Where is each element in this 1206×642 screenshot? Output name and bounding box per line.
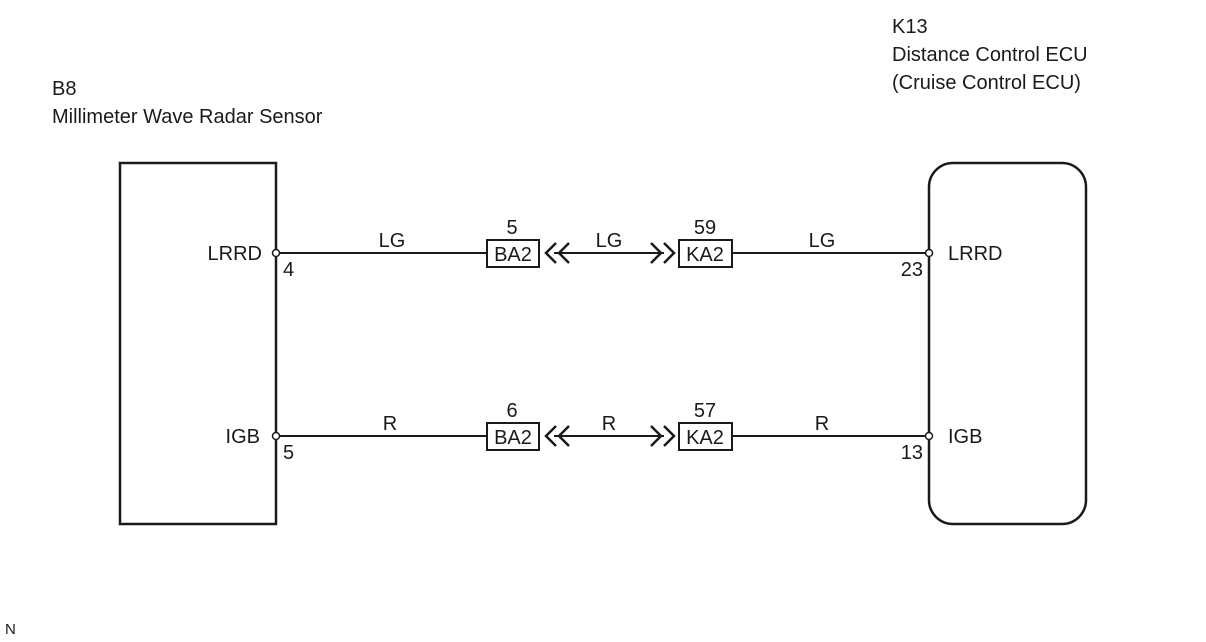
connector-ba2-label: BA2 [494, 244, 532, 266]
left-component-code: B8 [52, 78, 76, 100]
chevron-right-icon [663, 242, 676, 264]
connector-ka2-box [678, 239, 733, 268]
right-terminal-label: LRRD [948, 243, 1002, 265]
right-component-code: K13 [892, 16, 928, 38]
chevron-left-icon [557, 242, 570, 264]
connector-ba2-pin: 6 [506, 400, 517, 422]
pin-dot-right-lrrd [924, 248, 934, 258]
pin-dot-left-igb [271, 431, 281, 441]
left-terminal-label: LRRD [208, 243, 262, 265]
chevron-left-icon [544, 242, 557, 264]
circuit-igb: BA2 6 KA2 57 R R R IGB 5 IGB 13 [226, 400, 983, 464]
pin-dot-right-igb [924, 431, 934, 441]
wire-color-label: LG [809, 230, 836, 252]
right-component-alt-name: (Cruise Control ECU) [892, 72, 1081, 94]
wire-color-label: LG [596, 230, 623, 252]
chevron-right-icon [650, 242, 663, 264]
connector-ba2-box [486, 239, 540, 268]
connector-ka2-label: KA2 [686, 244, 724, 266]
chevron-left-icon [544, 425, 557, 447]
chevron-right-icon [650, 425, 663, 447]
right-pin-number: 23 [901, 259, 923, 281]
footer-code: N [5, 621, 16, 638]
connector-ka2-pin: 57 [694, 400, 716, 422]
pin-dot-left-lrrd [271, 248, 281, 258]
connector-ka2-pin: 59 [694, 217, 716, 239]
wire-color-label: R [383, 413, 397, 435]
chevron-right-icon [663, 425, 676, 447]
right-pin-number: 13 [901, 442, 923, 464]
connector-ba2-box [486, 422, 540, 451]
ecu-box [927, 161, 1088, 526]
chevron-left-icon [557, 425, 570, 447]
connector-ka2-label: KA2 [686, 427, 724, 449]
left-pin-number: 5 [283, 442, 294, 464]
left-terminal-label: IGB [226, 426, 260, 448]
circuit-lrrd: BA2 5 KA2 59 LG LG LG LRRD 4 LRRD 23 [208, 217, 1003, 281]
right-component-name: Distance Control ECU [892, 44, 1088, 66]
wire-color-label: R [815, 413, 829, 435]
left-pin-number: 4 [283, 259, 294, 281]
connector-ka2-box [678, 422, 733, 451]
radar-sensor-box [118, 161, 278, 526]
right-terminal-label: IGB [948, 426, 982, 448]
wire-color-label: LG [379, 230, 406, 252]
wire-color-label: R [602, 413, 616, 435]
connector-ba2-label: BA2 [494, 427, 532, 449]
connector-ba2-pin: 5 [506, 217, 517, 239]
left-component-name: Millimeter Wave Radar Sensor [52, 106, 323, 128]
